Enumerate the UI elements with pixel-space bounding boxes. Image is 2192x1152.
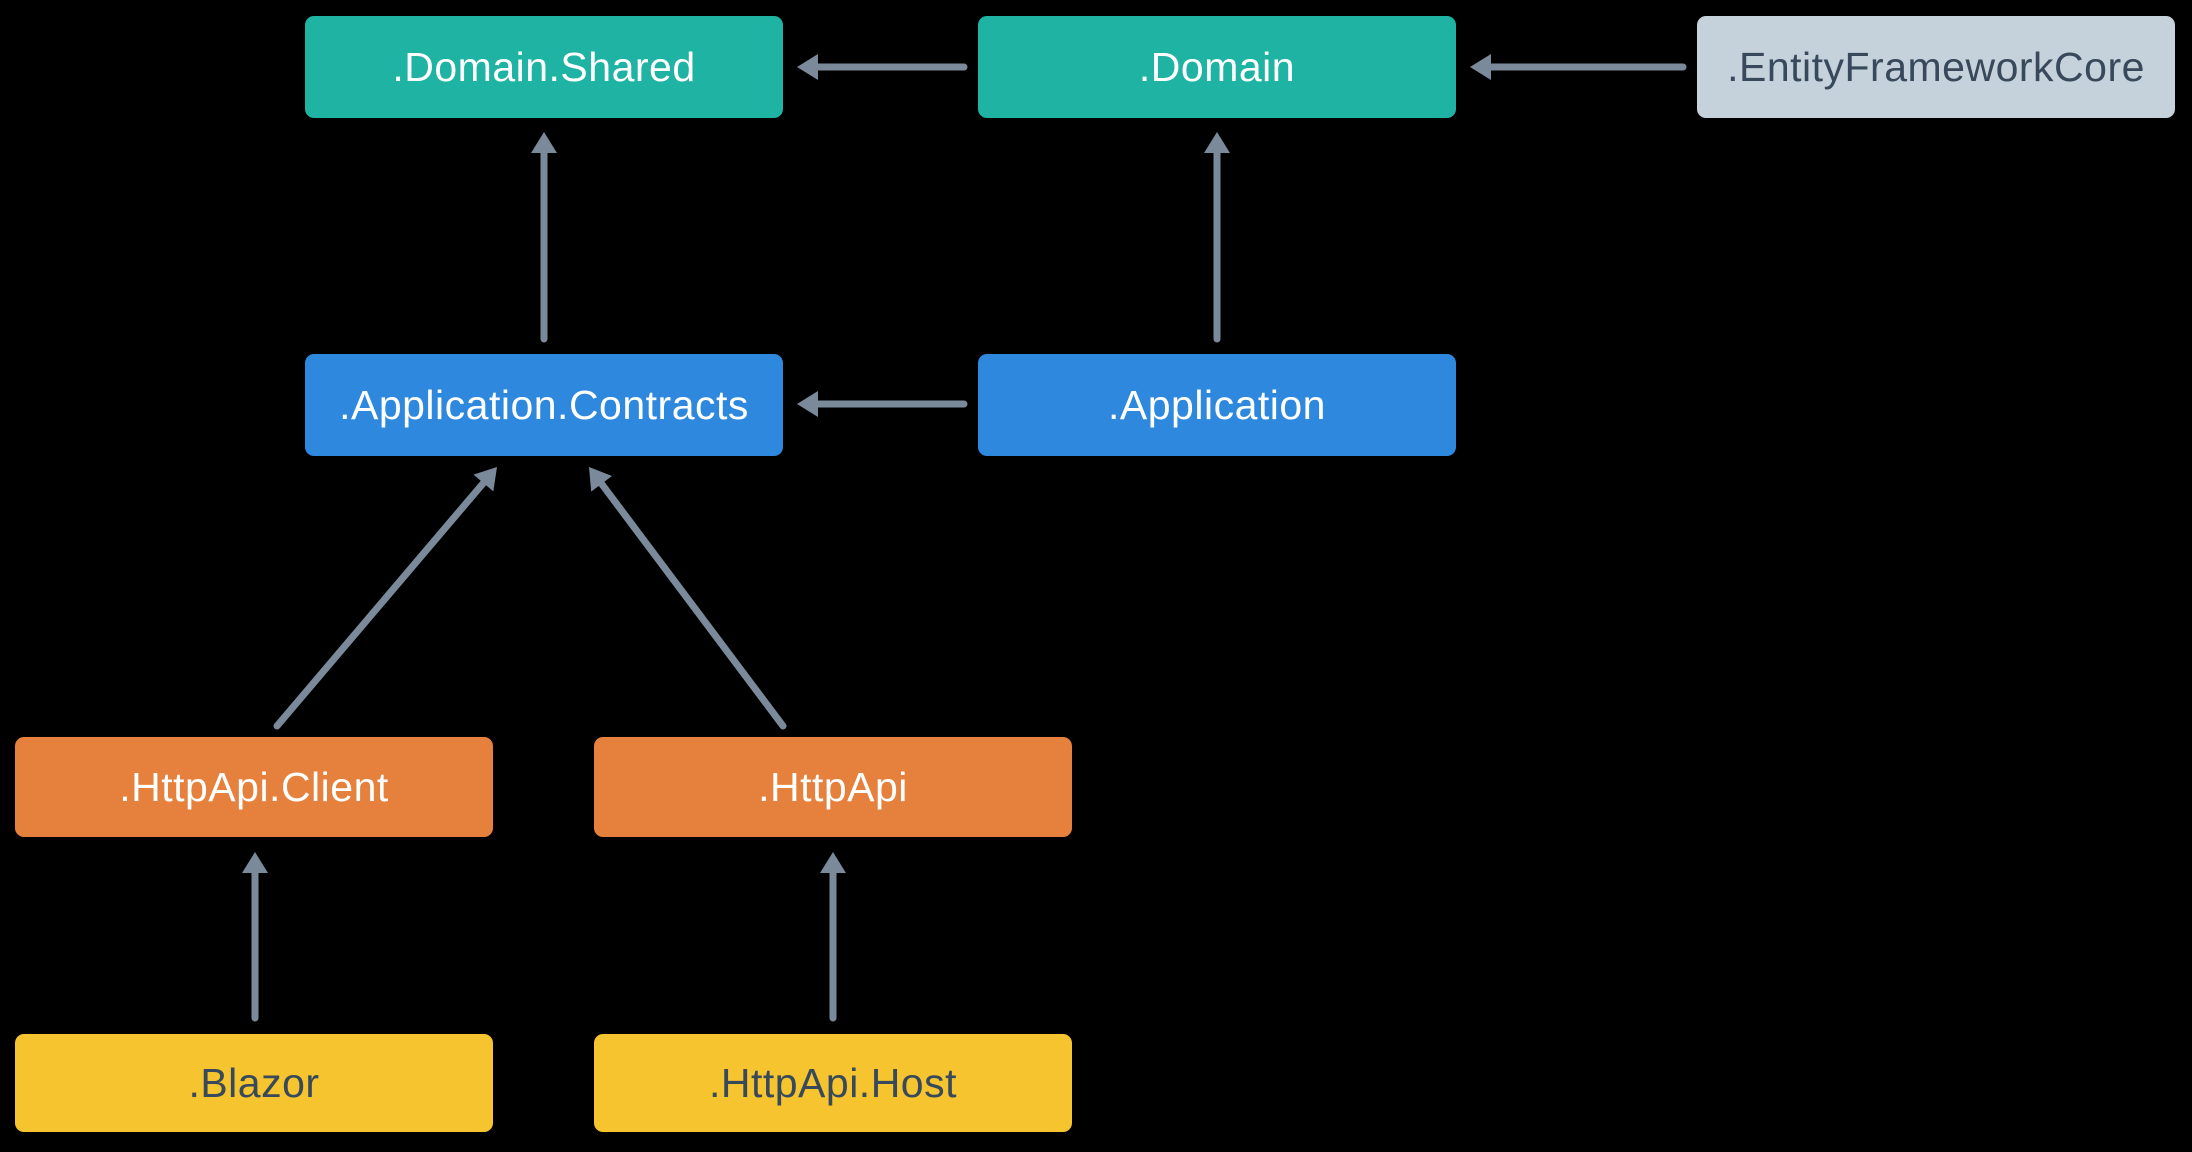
node-blazor-label: .Blazor <box>188 1059 320 1106</box>
node-httpapi-host-label: .HttpApi.Host <box>708 1059 958 1106</box>
arrowhead-domain-to-domain-shared <box>797 54 818 80</box>
node-httpapi-client: .HttpApi.Client <box>15 737 493 837</box>
node-domain-shared-label: .Domain.Shared <box>392 43 696 90</box>
node-httpapi-client-label: .HttpApi.Client <box>119 763 389 810</box>
arrowhead-httpapi-client-to-application-contracts <box>473 467 497 492</box>
node-domain-label: .Domain <box>1138 43 1296 90</box>
arrowhead-entity-framework-core-to-domain <box>1470 54 1491 80</box>
arrowhead-application-to-domain <box>1204 132 1230 153</box>
node-application-contracts-label: .Application.Contracts <box>339 381 749 428</box>
arrowhead-application-contracts-to-domain-shared <box>531 132 557 153</box>
node-domain-shared: .Domain.Shared <box>305 16 783 118</box>
arrowhead-httpapi-host-to-httpapi <box>820 852 846 873</box>
node-application-label: .Application <box>1108 381 1326 428</box>
node-httpapi: .HttpApi <box>594 737 1072 837</box>
node-domain: .Domain <box>978 16 1456 118</box>
node-blazor: .Blazor <box>15 1034 493 1132</box>
node-httpapi-label: .HttpApi <box>758 763 908 810</box>
arrow-httpapi-client-to-application-contracts <box>273 477 489 730</box>
node-application: .Application <box>978 354 1456 456</box>
node-entity-framework-core-label: .EntityFrameworkCore <box>1727 43 2145 90</box>
arrowhead-application-to-application-contracts <box>797 391 818 417</box>
arrowhead-blazor-to-httpapi-client <box>242 852 268 873</box>
node-application-contracts: .Application.Contracts <box>305 354 783 456</box>
arrow-httpapi-to-application-contracts <box>596 478 787 730</box>
arrowhead-httpapi-to-application-contracts <box>589 467 612 492</box>
node-entity-framework-core: .EntityFrameworkCore <box>1697 16 2175 118</box>
node-httpapi-host: .HttpApi.Host <box>594 1034 1072 1132</box>
